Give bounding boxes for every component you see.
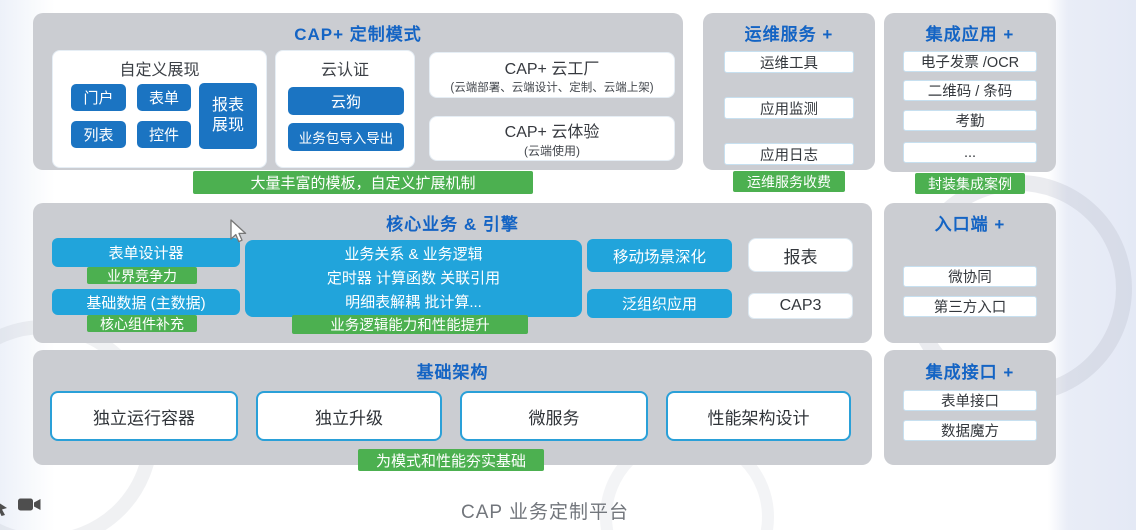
panel-entry-title: 入口端 +: [934, 215, 1006, 234]
node-einvoice-ocr: 电子发票 /OCR: [903, 51, 1037, 72]
panel-ops-service: 运维服务 + 运维工具 应用监测 应用日志 运维服务收费: [703, 13, 875, 192]
card-cloud-trial-title: CAP+ 云体验: [504, 124, 600, 141]
node-business-logic: 业务关系 & 业务逻辑 定时器 计算函数 关联引用 明细表解耦 批计算...: [245, 240, 582, 317]
banner-business-logic: 业务逻辑能力和性能提升: [292, 315, 528, 334]
panel-core-engine: 核心业务 & 引擎 表单设计器 业界竞争力 基础数据 (主数据) 核心组件补充 …: [33, 203, 872, 343]
panel-infrastructure: 基础架构 独立运行容器 独立升级 微服务 性能架构设计 为模式和性能夯实基础: [33, 350, 872, 471]
node-micro-collaboration: 微协同: [903, 266, 1037, 287]
card-cloud-factory-subtitle: (云端部署、云端设计、定制、云端上架): [450, 82, 654, 94]
node-independent-container: 独立运行容器: [50, 391, 238, 441]
node-performance-architecture: 性能架构设计: [666, 391, 851, 441]
mouse-cursor: [230, 219, 247, 243]
card-cloud-auth: 云认证 云狗 业务包导入导出: [275, 50, 415, 168]
node-qrcode-barcode: 二维码 / 条码: [903, 80, 1037, 101]
node-pan-organization: 泛组织应用: [587, 289, 732, 318]
video-camera-icon[interactable]: [17, 496, 42, 513]
node-business-logic-line1: 业务关系 & 业务逻辑: [344, 245, 483, 263]
banner-integrated-apps: 封装集成案例: [915, 173, 1025, 194]
node-mobile-scenario: 移动场景深化: [587, 239, 732, 272]
panel-integrated-apps-title: 集成应用 +: [925, 25, 1015, 44]
panel-integrated-apps: 集成应用 + 电子发票 /OCR 二维码 / 条码 考勤 ... 封装集成案例: [884, 13, 1056, 194]
panel-core-engine-title: 核心业务 & 引擎: [386, 215, 519, 234]
node-report-display: 报表 展现: [199, 83, 257, 149]
node-app-log: 应用日志: [724, 143, 854, 165]
node-business-logic-line2: 定时器 计算函数 关联引用: [326, 269, 501, 287]
panel-integration-api-title: 集成接口 +: [925, 363, 1015, 382]
node-portal: 门户: [71, 84, 126, 111]
node-cloud-dog: 云狗: [288, 87, 404, 115]
node-form-api: 表单接口: [903, 390, 1037, 411]
card-cloud-factory-title: CAP+ 云工厂: [504, 61, 600, 78]
tag-industry-competitiveness: 业界竞争力: [87, 267, 197, 284]
panel-infrastructure-title: 基础架构: [416, 363, 489, 382]
node-form: 表单: [137, 84, 191, 111]
banner-ops-service: 运维服务收费: [733, 171, 845, 192]
banner-infrastructure: 为模式和性能夯实基础: [358, 449, 544, 471]
node-data-cube: 数据魔方: [903, 420, 1037, 441]
slide-caption: CAP 业务定制平台: [460, 502, 629, 523]
card-cloud-trial: CAP+ 云体验 (云端使用): [429, 116, 675, 161]
node-microservice: 微服务: [460, 391, 648, 441]
panel-custom-mode: CAP+ 定制模式 自定义展现 门户 表单 列表 控件 报表 展现 云认证 云狗…: [33, 13, 683, 194]
node-report-display-line2: 展现: [211, 117, 244, 134]
node-report: 报表: [748, 238, 853, 272]
panel-entry: 入口端 + 微协同 第三方入口: [884, 203, 1056, 343]
card-cloud-trial-subtitle: (云端使用): [524, 144, 580, 158]
node-attendance: 考勤: [903, 110, 1037, 131]
node-cap3: CAP3: [748, 293, 853, 319]
node-base-data: 基础数据 (主数据): [52, 289, 240, 315]
panel-integration-api: 集成接口 + 表单接口 数据魔方: [884, 350, 1056, 465]
node-form-designer: 表单设计器: [52, 238, 240, 267]
panel-ops-service-title: 运维服务 +: [744, 25, 834, 44]
card-cloud-factory: CAP+ 云工厂 (云端部署、云端设计、定制、云端上架): [429, 52, 675, 98]
node-business-logic-line3: 明细表解耦 批计算...: [345, 293, 482, 311]
tag-core-component: 核心组件补充: [87, 315, 197, 332]
node-app-monitor: 应用监测: [724, 97, 854, 119]
node-list: 列表: [71, 121, 126, 148]
card-custom-display-title: 自定义展现: [119, 62, 200, 79]
node-widget: 控件: [137, 121, 191, 148]
card-custom-display: 自定义展现 门户 表单 列表 控件 报表 展现: [52, 50, 267, 168]
banner-custom-mode: 大量丰富的模板，自定义扩展机制: [193, 171, 533, 194]
card-cloud-auth-title: 云认证: [320, 62, 369, 79]
node-package-import-export: 业务包导入导出: [288, 123, 404, 151]
node-apps-more: ...: [903, 142, 1037, 163]
node-ops-tools: 运维工具: [724, 51, 854, 73]
node-independent-upgrade: 独立升级: [256, 391, 442, 441]
node-report-display-line1: 报表: [211, 97, 244, 114]
cursor-fragment-icon[interactable]: [0, 499, 14, 517]
panel-custom-mode-title: CAP+ 定制模式: [294, 25, 422, 44]
node-third-party-entry: 第三方入口: [903, 296, 1037, 317]
